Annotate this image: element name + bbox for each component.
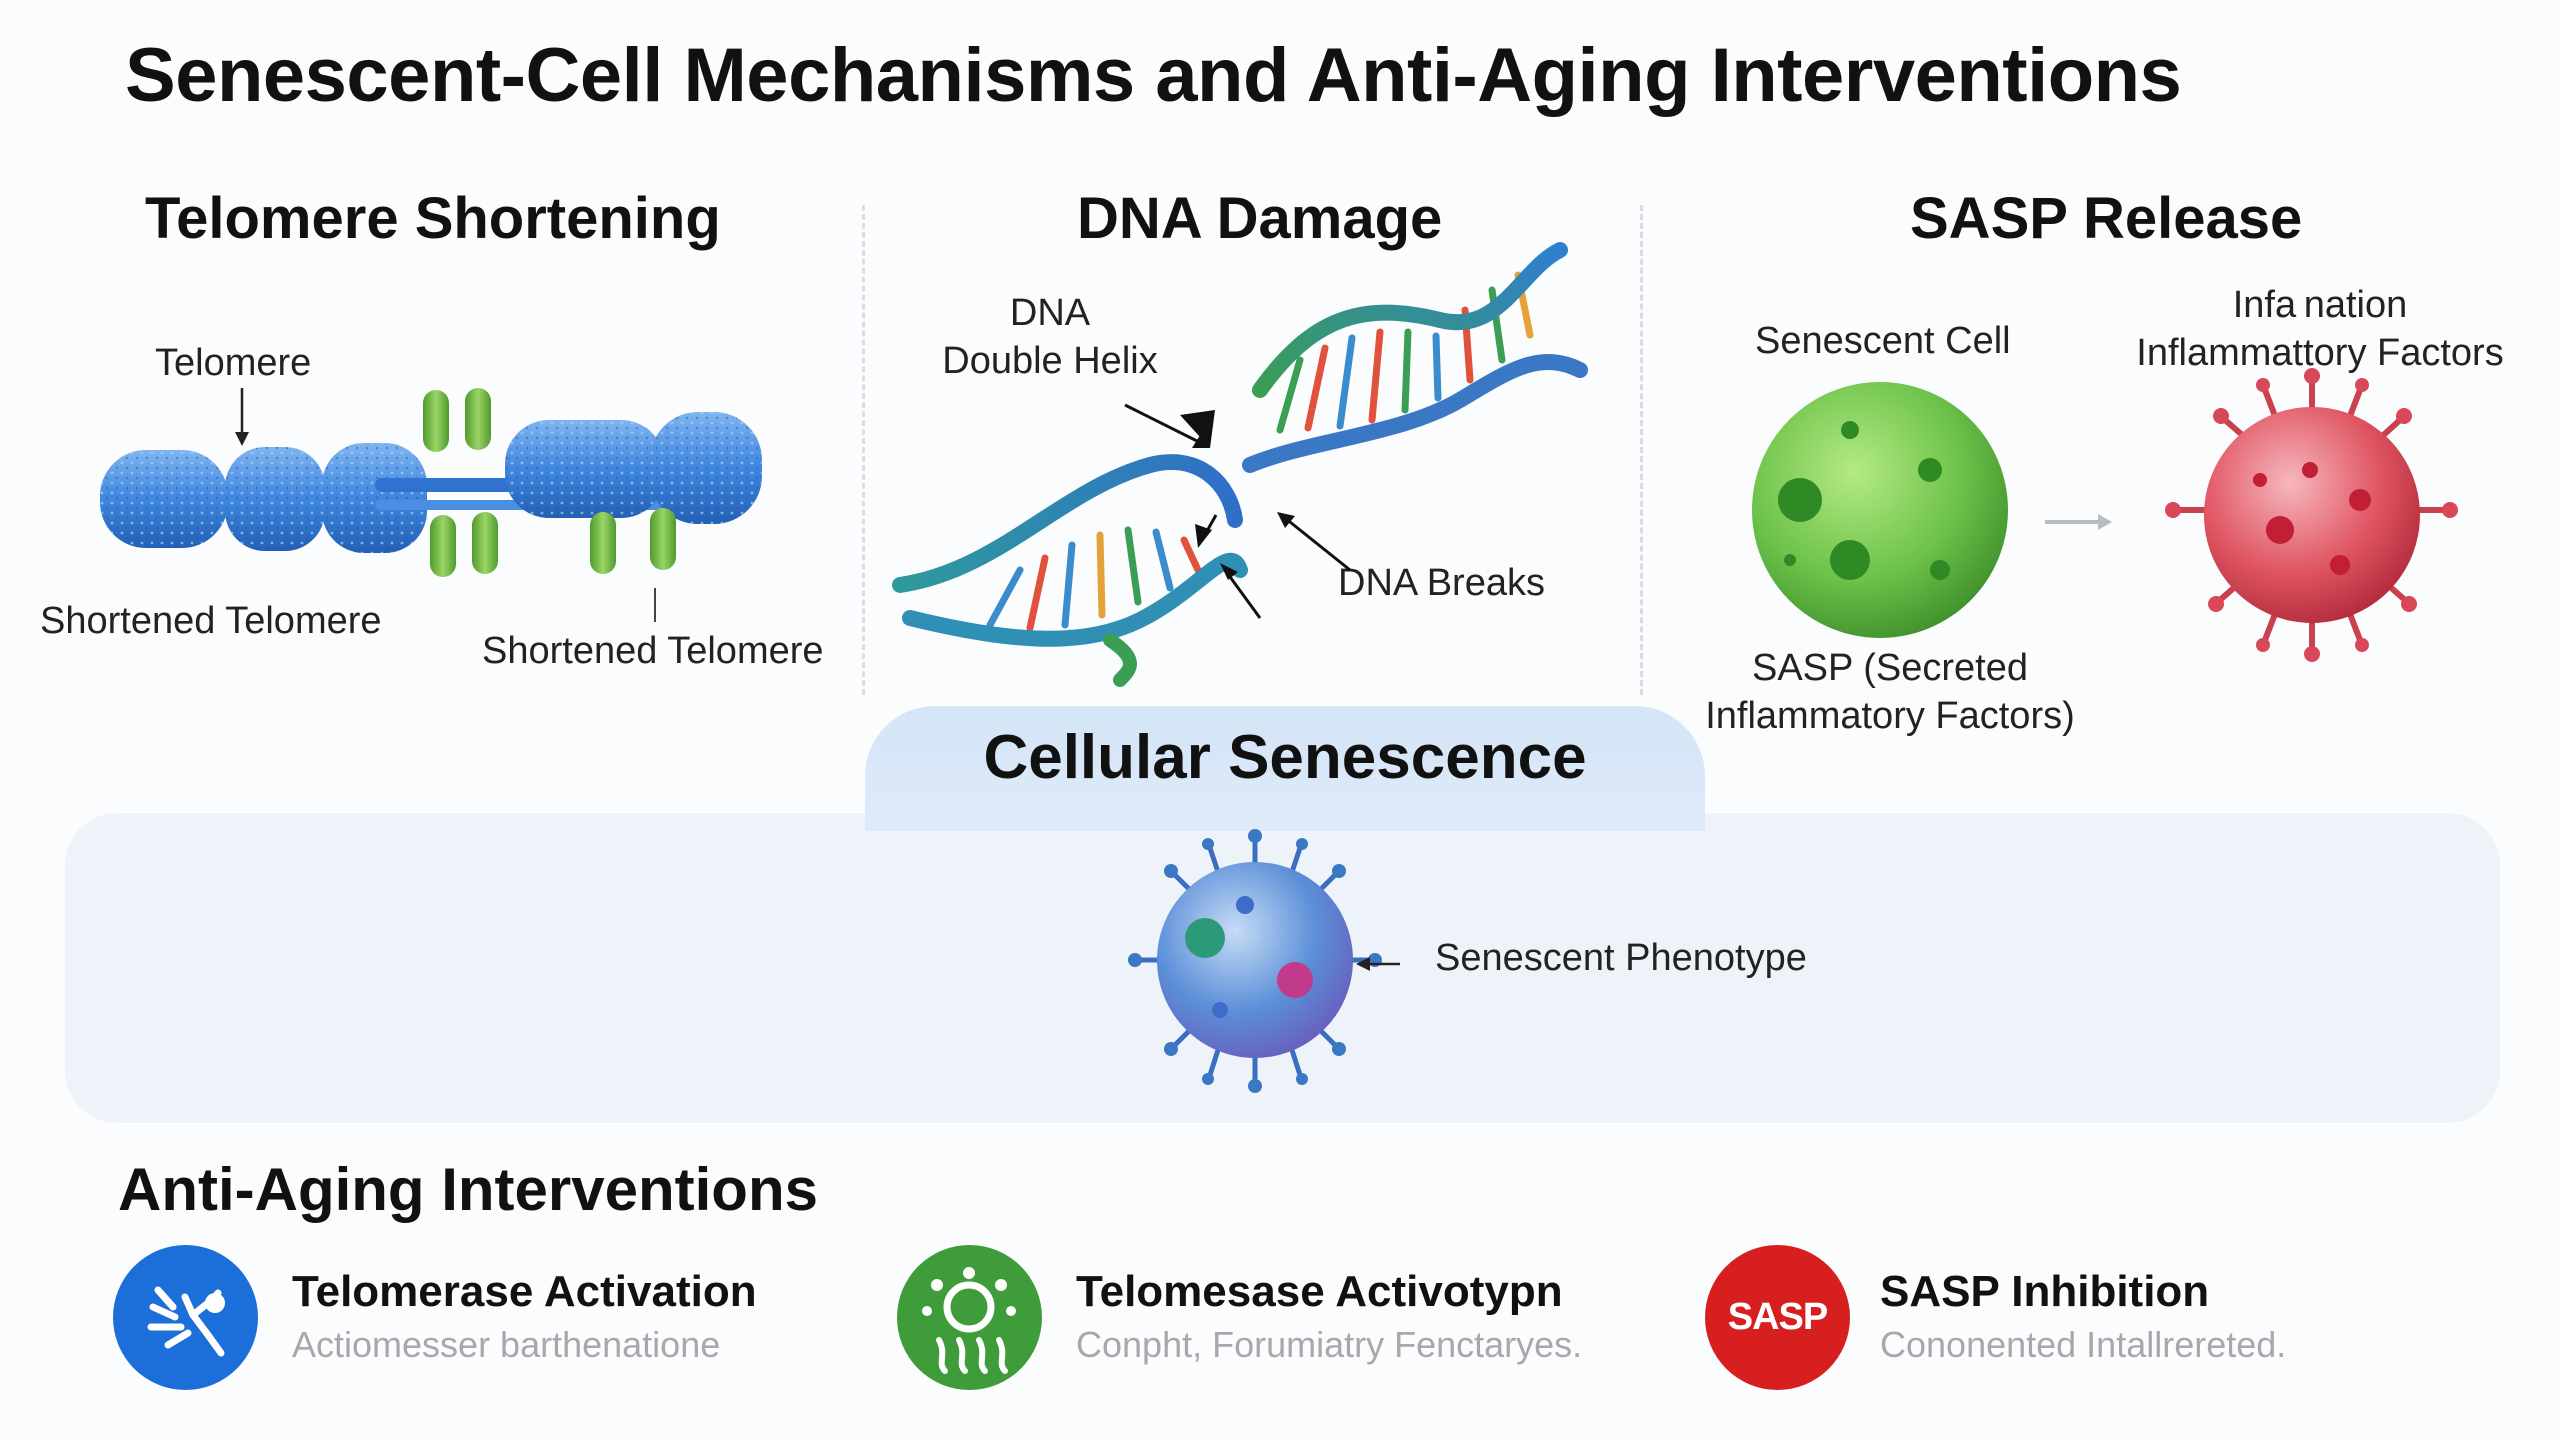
- dna-helix-pointer-arrow: [1124, 403, 1215, 448]
- dna-helix-label: DNA Double Helix: [942, 292, 1158, 382]
- telomere-caps: [423, 388, 676, 577]
- dna-fragment-lower: [892, 454, 1248, 687]
- cell-clearance-icon: [922, 1267, 1016, 1374]
- senescent-phenotype-label: Senescent Phenotype: [1435, 937, 1807, 979]
- chromosome-segment-4: [505, 420, 665, 518]
- section-divider-right: [1640, 205, 1643, 695]
- telomere-section-title: Telomere Shortening: [145, 186, 721, 251]
- intervention-2-icon: [897, 1245, 1042, 1390]
- intervention-1-label: Telomerase Activation: [292, 1267, 757, 1316]
- sasp-transition-arrow: [2045, 514, 2112, 530]
- dna-break-arrows: [1195, 512, 1351, 619]
- dna-fragment-upper: [1242, 242, 1588, 473]
- intervention-2-label: Telomesase Activotypn: [1076, 1267, 1563, 1316]
- inflammatory-factors-label: Infa nation Inflammattory Factors: [2136, 284, 2504, 374]
- dna-helix-illustration: [892, 242, 1588, 687]
- senescent-cell-label: Senescent Cell: [1755, 320, 2011, 362]
- intervention-3-label: SASP Inhibition: [1880, 1267, 2210, 1316]
- chromosome-segment-1: [100, 450, 228, 548]
- intervention-2-sub: Conpht, Forumiatry Fenctaryes.: [1076, 1324, 1583, 1365]
- chromosome-segment-5: [650, 412, 762, 524]
- shortened-telomere-label-right: Shortened Telomere: [482, 630, 824, 672]
- telomere-label: Telomere: [155, 342, 312, 384]
- sasp-section-title: SASP Release: [1910, 186, 2303, 251]
- sasp-secreted-label: SASP (Secreted Inflammatory Factors): [1705, 647, 2075, 737]
- dna-section-title: DNA Damage: [1077, 186, 1443, 251]
- page-title: Senescent-Cell Mechanisms and Anti-Aging…: [125, 33, 2182, 118]
- senescent-phenotype-cell: [1128, 829, 1400, 1093]
- dna-breaks-label: DNA Breaks: [1338, 562, 1545, 604]
- chromosome-segment-2: [225, 447, 325, 551]
- chromosome-segment-3: [322, 443, 427, 553]
- section-divider-left: [862, 205, 865, 695]
- interventions-title: Anti-Aging Interventions: [118, 1156, 818, 1223]
- cellular-senescence-title: Cellular Senescence: [983, 723, 1587, 792]
- shortened-telomere-label-left: Shortened Telomere: [40, 600, 382, 642]
- cellular-senescence-tab: [865, 706, 1705, 831]
- enzyme-icon: [147, 1286, 225, 1357]
- intervention-1-icon: [113, 1245, 258, 1390]
- intervention-1-sub: Actiomesser barthenatione: [292, 1324, 721, 1365]
- intervention-3-sub: Cononented Intallrereted.: [1880, 1324, 2287, 1365]
- sasp-illustration: [1752, 368, 2458, 662]
- senescent-cell-green: [1752, 382, 2008, 638]
- intervention-3-icon: SASP: [1705, 1245, 1850, 1390]
- inflammatory-cell-red: [2165, 368, 2458, 662]
- chromosome-illustration: [100, 388, 762, 622]
- sasp-badge-icon: SASP: [1727, 1296, 1828, 1338]
